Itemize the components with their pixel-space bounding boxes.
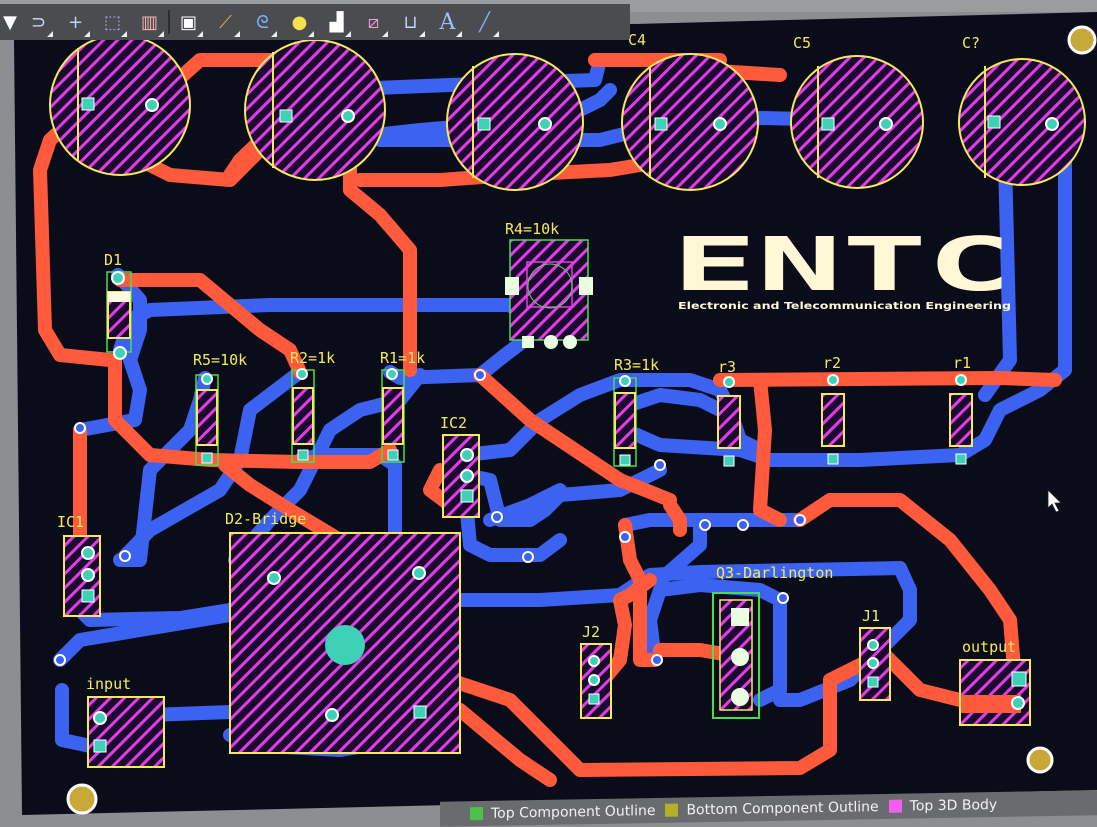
capacitor-c6[interactable] (958, 58, 1086, 186)
legend-top-component-outline[interactable]: Top Component Outline (470, 802, 655, 821)
polygon-icon[interactable]: ▟ (318, 4, 355, 40)
capacitor-c4[interactable] (621, 53, 759, 191)
ic1-regulator[interactable] (63, 535, 101, 617)
label-j1: J1 (862, 607, 880, 625)
small-r1-resistor[interactable] (949, 374, 973, 465)
r2-resistor[interactable] (291, 368, 315, 463)
label-r4: R4=10k (505, 220, 559, 238)
line-icon[interactable]: ╱ (466, 4, 503, 40)
capacitor-c2[interactable] (244, 39, 386, 181)
label-d1: D1 (104, 251, 122, 269)
label-output: output (962, 638, 1016, 656)
crosshair-icon[interactable]: + (57, 4, 94, 40)
dimension-icon[interactable]: ⊔ (392, 4, 429, 40)
select-rect-icon[interactable]: ⬚ (94, 4, 131, 40)
output-terminal[interactable] (959, 659, 1031, 726)
label-ic1: IC1 (57, 513, 84, 531)
legend-bottom-component-outline[interactable]: Bottom Component Outline (665, 799, 879, 819)
logo-subtitle: Electronic and Telecommunication Enginee… (678, 301, 1011, 312)
swatch-icon (470, 806, 483, 821)
label-r1: R1=1k (380, 349, 425, 367)
string-text-icon[interactable]: A (429, 4, 466, 40)
logo-title: ENTC (672, 222, 1012, 308)
label-small-r2: r2 (823, 354, 841, 372)
label-q3: Q3-Darlington (716, 564, 833, 582)
label-input: input (86, 675, 131, 693)
d2-bridge-rectifier[interactable] (229, 532, 461, 754)
label-r3: R3=1k (614, 356, 659, 374)
pcb-active-bar: ▼ ⊃ + ⬚ ▥ ▣ ⟋ ᘓ ● ▟ ⧄ ⊔ A ╱ (0, 4, 630, 40)
legend-top-3d-body[interactable]: Top 3D Body (888, 797, 997, 815)
ic2-regulator[interactable] (442, 434, 480, 518)
label-r2: R2=1k (290, 349, 335, 367)
capacitor-c5[interactable] (790, 55, 924, 189)
route-track-icon[interactable]: ⟋ (207, 4, 244, 40)
capacitor-row (49, 34, 1086, 191)
j2-connector[interactable] (580, 643, 612, 719)
q3-darlington[interactable] (712, 592, 760, 719)
label-d2: D2-Bridge (225, 510, 306, 528)
label-small-r1: r1 (953, 354, 971, 372)
diff-pair-icon[interactable]: ᘓ (244, 4, 281, 40)
r3-resistor[interactable] (613, 375, 637, 467)
filter-icon[interactable]: ▼ (3, 11, 17, 33)
interactive-route-magnet-icon[interactable]: ⊃ (20, 4, 57, 40)
via-icon[interactable]: ● (281, 4, 318, 40)
align-icon[interactable]: ▥ (131, 4, 168, 40)
silkscreen-labels: C4 C5 C? D1 R4=10k R5=10k R2=1k R1=1k R3… (57, 31, 1016, 693)
label-c5: C5 (793, 34, 811, 52)
capacitor-c3[interactable] (446, 53, 584, 191)
r5-resistor[interactable] (195, 373, 219, 466)
label-c4: C4 (628, 31, 646, 49)
entc-logo: ENTC Electronic and Telecommunication En… (672, 222, 1012, 312)
swatch-icon (888, 799, 902, 813)
capacitor-c1[interactable] (49, 34, 191, 176)
label-r5: R5=10k (193, 351, 247, 369)
vias (54, 369, 806, 666)
label-ic2: IC2 (440, 414, 467, 432)
r4-potentiometer[interactable] (505, 239, 593, 349)
label-j2: J2 (582, 623, 600, 641)
swatch-icon (665, 803, 679, 817)
component-icon[interactable]: ▣ (170, 4, 207, 40)
fill-icon[interactable]: ⧄ (355, 4, 392, 40)
small-r3-resistor[interactable] (717, 376, 741, 467)
j1-connector[interactable] (859, 627, 891, 701)
label-small-r3: r3 (718, 358, 736, 376)
small-r2-resistor[interactable] (821, 374, 845, 465)
r1-resistor[interactable] (381, 368, 405, 463)
mount-holes (66, 25, 1097, 815)
toolbar-separator (168, 10, 170, 34)
d1-diode[interactable] (106, 271, 132, 360)
input-terminal[interactable] (87, 696, 165, 768)
label-c6: C? (962, 34, 980, 52)
mouse-cursor (1047, 489, 1062, 513)
